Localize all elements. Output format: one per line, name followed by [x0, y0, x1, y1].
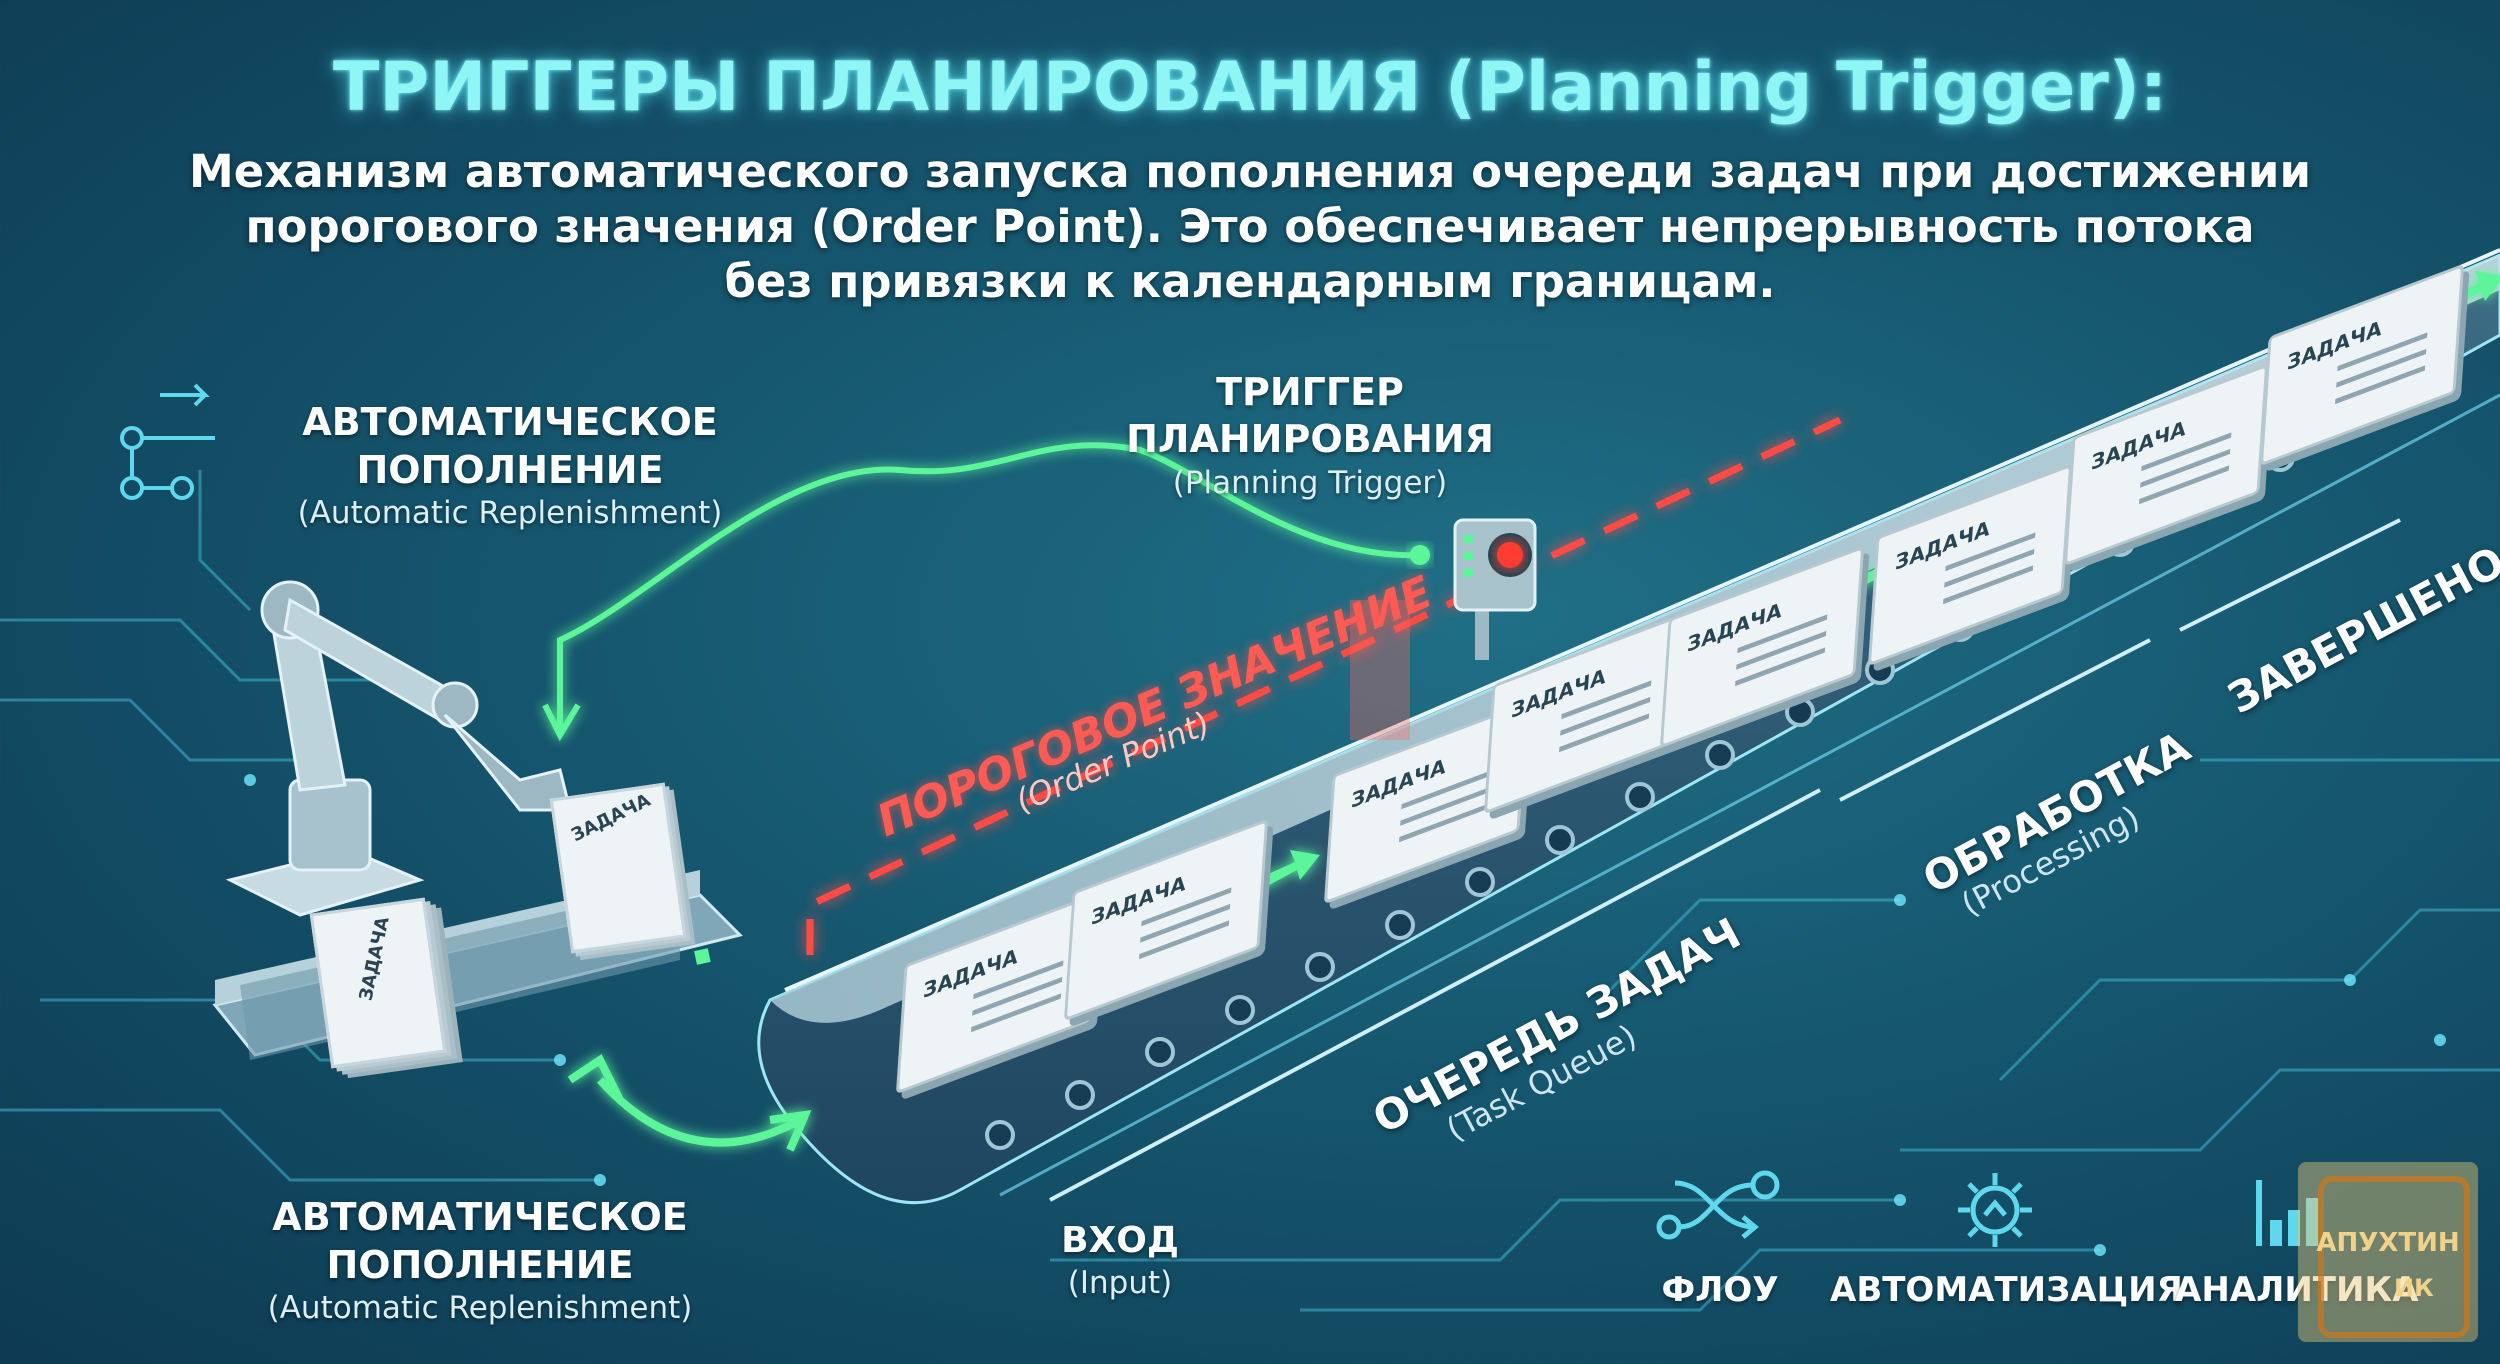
section-brackets: [1049, 518, 2401, 1202]
task-card-label: ЗАДАЧА: [1510, 663, 1607, 724]
input-double-arrow: [567, 1054, 812, 1152]
input-label: ВХОД: [1061, 1220, 1179, 1261]
auto-top-line1: АВТОМАТИЧЕСКОЕ: [302, 400, 718, 444]
task-card: ЗАДАЧА: [549, 782, 687, 954]
sensor-beam: [1350, 600, 1410, 740]
robot-arm: [225, 580, 572, 917]
circuit-traces: [0, 470, 2500, 1312]
trigger-sub: (Planning Trigger): [1172, 465, 1448, 501]
trigger-line1: ТРИГГЕР: [1216, 370, 1404, 414]
gear-icon: [1958, 1173, 2032, 1247]
task-card-label: ЗАДАЧА: [1894, 515, 1991, 576]
flow-icon: [1656, 1170, 1780, 1240]
trigger-connection-line: [542, 442, 1421, 742]
task-card-label: ЗАДАЧА: [1686, 597, 1783, 658]
footer-flow: ФЛОУ: [1661, 1270, 1779, 1310]
input-sub: (Input): [1067, 1265, 1173, 1301]
analytics-icon: [2256, 1180, 2318, 1246]
auto-bottom-sub: (Automatic Replenishment): [267, 1290, 693, 1326]
trigger-line2: ПЛАНИРОВАНИЯ: [1126, 417, 1494, 461]
flow-icon-top-left: [120, 383, 215, 500]
task-card-label: ЗАДАЧА: [2286, 315, 2383, 376]
footer-automation: АВТОМАТИЗАЦИЯ: [1830, 1270, 2183, 1310]
auto-bottom-line2: ПОПОЛНЕНИЕ: [326, 1243, 634, 1287]
auto-bottom-line1: АВТОМАТИЧЕСКОЕ: [272, 1195, 688, 1239]
footer-analytics: АНАЛИТИКА: [2175, 1270, 2419, 1310]
task-card-label: ЗАДАЧА: [922, 943, 1019, 1004]
task-card-label: ЗАДАЧА: [1350, 753, 1447, 814]
description-line-1: Механизм автоматического запуска пополне…: [189, 145, 2311, 198]
task-card: ЗАДАЧА: [309, 897, 447, 1069]
planning-trigger-sensor: [1453, 518, 1537, 660]
page-title: ТРИГГЕРЫ ПЛАНИРОВАНИЯ (Planning Trigger)…: [332, 48, 2168, 127]
description-line-3: без привязки к календарным границам.: [724, 255, 1776, 308]
order-point-threshold-line: [806, 416, 1842, 955]
task-card-label: ЗАДАЧА: [2090, 415, 2187, 476]
auto-top-line2: ПОПОЛНЕНИЕ: [356, 448, 664, 492]
watermark-logo: АПУХТИН ИК: [2298, 1162, 2478, 1342]
description-line-2: порогового значения (Order Point). Это о…: [245, 200, 2255, 253]
task-card-label: ЗАДАЧА: [1090, 870, 1187, 931]
auto-top-sub: (Automatic Replenishment): [297, 495, 723, 531]
